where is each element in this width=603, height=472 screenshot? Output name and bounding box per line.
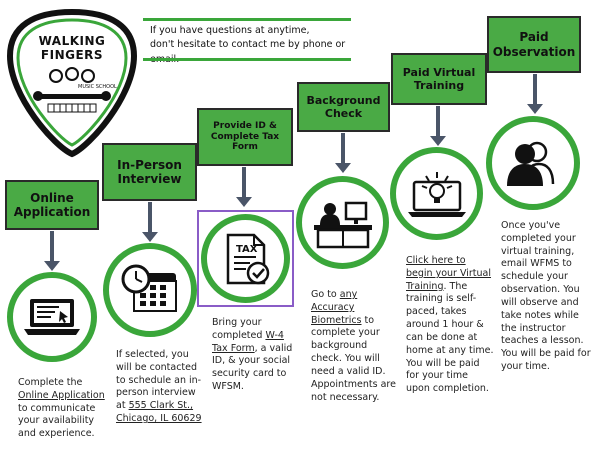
header-line-1: If you have questions at anytime, <box>150 25 310 36</box>
virtual-training-link[interactable]: Click here to begin your Virtual Trainin… <box>406 255 492 292</box>
step-2-circle <box>103 243 197 337</box>
logo-title: WALKING FINGERS <box>38 34 106 62</box>
logo-subtitle: MUSIC SCHOOL <box>78 84 117 90</box>
tax-form-icon <box>226 233 269 284</box>
step-6-text: Once you've completed your virtual train… <box>501 220 591 372</box>
step-1-text-pre: Complete the <box>18 377 83 388</box>
step-5-circle <box>390 147 483 240</box>
step-1-title: Online Application <box>5 180 99 230</box>
step-6-title: Paid Observation <box>487 16 581 73</box>
step-3-highlight <box>197 210 294 307</box>
step-4-description: Go to any Accuracy Biometrics to complet… <box>311 289 399 404</box>
w4-tax-form-link[interactable]: W-4 Tax Form <box>212 329 284 354</box>
step-3-circle: TAX <box>201 214 290 303</box>
step-2-text-pre: If selected, you will be contacted to sc… <box>116 349 202 412</box>
step-4-title: Background Check <box>297 82 390 132</box>
step-3-text-pre: Bring your completed <box>212 317 266 341</box>
step-4-text-post: to complete your background check. You w… <box>311 314 396 403</box>
step-5-title: Paid Virtual Training <box>391 53 487 105</box>
step-6-description: Once you've completed your virtual train… <box>501 220 593 374</box>
step-5-text-post: . The training is self-paced, takes arou… <box>406 280 494 395</box>
step-1-description: Complete the Online Application to commu… <box>18 377 110 441</box>
step-5-description: Click here to begin your Virtual Trainin… <box>406 255 494 396</box>
step-1-arrow <box>44 231 60 271</box>
step-4-circle <box>296 176 389 269</box>
header-line-top <box>143 18 351 21</box>
step-1-text-post: to communicate your availability and exp… <box>18 402 96 440</box>
step-3-arrow <box>236 167 252 207</box>
step-1-circle <box>7 272 97 362</box>
step-6-circle <box>486 116 580 210</box>
calendar-icon <box>121 264 177 312</box>
desk-person-icon <box>313 201 372 248</box>
step-3-description: Bring your completed W-4 Tax Form, a val… <box>212 317 302 394</box>
accuracy-biometrics-link[interactable]: any Accuracy Biometrics <box>311 289 362 326</box>
step-3-title: Provide ID & Complete Tax Form <box>197 108 293 166</box>
step-6-arrow <box>527 74 543 114</box>
step-3-text-post: , a valid ID, & your social security car… <box>212 342 293 393</box>
tax-label: TAX <box>236 244 258 255</box>
interview-address-link[interactable]: 555 Clark St., Chicago, IL 60629 <box>116 400 202 425</box>
online-application-link[interactable]: Online Application <box>18 389 105 401</box>
header-line-2: don't hesitate to contact me by phone or… <box>150 39 346 64</box>
lightbulb-laptop-icon <box>407 171 466 217</box>
step-4-arrow <box>335 133 351 173</box>
laptop-icon <box>24 299 80 335</box>
people-icon <box>507 141 555 186</box>
step-2-description: If selected, you will be contacted to sc… <box>116 349 202 426</box>
step-4-text-pre: Go to <box>311 289 340 300</box>
step-5-arrow <box>430 106 446 146</box>
header-line-bottom <box>143 58 351 61</box>
step-2-title: In-Person Interview <box>102 143 197 201</box>
step-2-arrow <box>142 202 158 242</box>
logo: WALKING FINGERS MUSIC SCHOOL <box>4 8 140 158</box>
